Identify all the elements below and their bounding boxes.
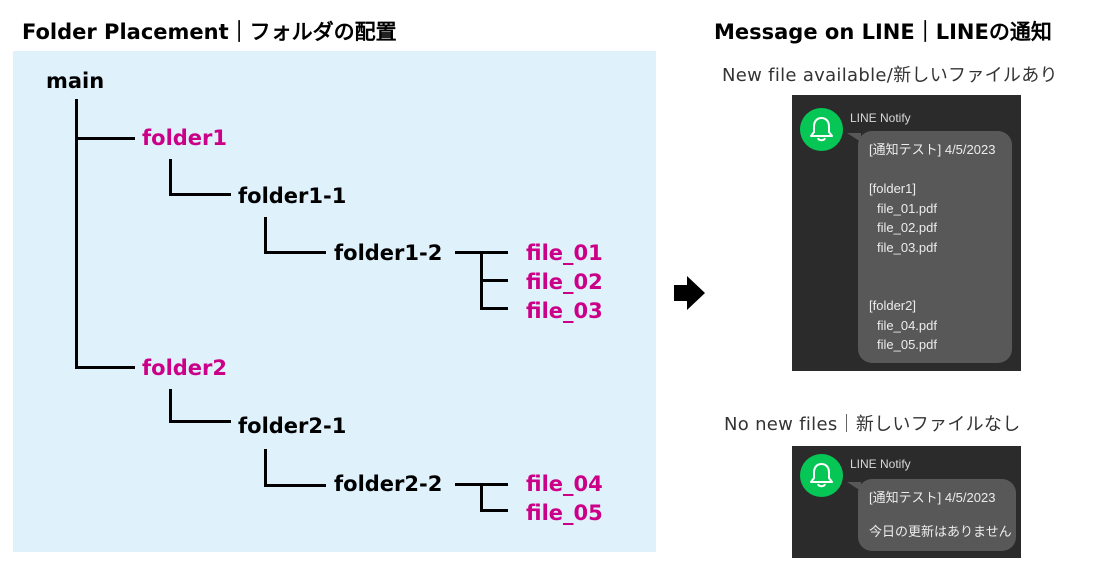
bubble-tail <box>847 482 861 491</box>
line-message-heading: Message on LINE｜LINEの通知 <box>714 20 1052 44</box>
folder-placement-heading: Folder Placement｜フォルダの配置 <box>22 20 397 44</box>
tree-connector <box>264 449 267 487</box>
tree-file-05: file_05 <box>526 501 603 525</box>
tree-connector <box>480 279 508 282</box>
folder-tree-panel: main folder1 folder1-1 folder1-2 file_01… <box>13 51 656 552</box>
right-arrow-icon <box>674 276 705 310</box>
tree-folder1: folder1 <box>142 126 228 150</box>
bell-icon <box>810 117 833 142</box>
tree-connector <box>480 483 483 512</box>
tree-root-main: main <box>46 69 105 93</box>
line-notify-avatar <box>800 108 843 151</box>
file-line: file_02.pdf <box>877 220 937 235</box>
message-body: 今日の更新はありません <box>869 523 1012 539</box>
sender-name: LINE Notify <box>850 111 911 125</box>
new-files-caption: New file available/新しいファイルあり <box>722 65 1058 86</box>
tree-folder2-1: folder2-1 <box>238 414 347 438</box>
bell-icon <box>810 463 833 488</box>
tree-connector <box>264 217 267 254</box>
tree-connector <box>169 159 172 196</box>
tree-file-02: file_02 <box>526 270 603 294</box>
tree-connector <box>75 137 135 140</box>
tree-connector <box>264 484 326 487</box>
tree-folder2: folder2 <box>142 356 228 380</box>
tree-file-01: file_01 <box>526 241 603 265</box>
line-chat-no-files: LINE Notify [通知テスト] 4/5/2023 今日の更新はありません <box>792 446 1021 558</box>
tree-connector <box>169 389 172 423</box>
tree-folder2-2: folder2-2 <box>334 472 443 496</box>
message-bubble: [通知テスト] 4/5/2023 今日の更新はありません <box>858 479 1016 551</box>
tree-connector <box>480 509 508 512</box>
message-header: [通知テスト] 4/5/2023 <box>869 142 996 157</box>
group1-label: [folder1] <box>869 181 916 196</box>
tree-connector <box>169 420 231 423</box>
file-line: file_04.pdf <box>877 317 937 333</box>
tree-file-03: file_03 <box>526 299 603 323</box>
message-header: [通知テスト] 4/5/2023 <box>869 490 996 505</box>
tree-folder1-1: folder1-1 <box>238 184 347 208</box>
tree-connector <box>264 251 326 254</box>
tree-connector <box>480 307 508 310</box>
tree-folder1-2: folder1-2 <box>334 241 443 265</box>
group2-label: [folder2] <box>869 298 916 313</box>
bubble-tail <box>847 133 861 142</box>
file-line: file_05.pdf <box>877 337 937 352</box>
tree-connector <box>75 366 135 369</box>
tree-connector <box>75 99 78 369</box>
line-notify-avatar <box>800 454 843 497</box>
tree-file-04: file_04 <box>526 472 603 496</box>
tree-connector <box>169 193 231 196</box>
file-line: file_01.pdf <box>877 200 937 216</box>
sender-name: LINE Notify <box>850 457 911 471</box>
line-chat-new-files: LINE Notify [通知テスト] 4/5/2023 [folder1] fil… <box>792 95 1021 371</box>
no-files-caption: No new files｜新しいファイルなし <box>724 414 1021 435</box>
file-line: file_03.pdf <box>877 239 937 255</box>
